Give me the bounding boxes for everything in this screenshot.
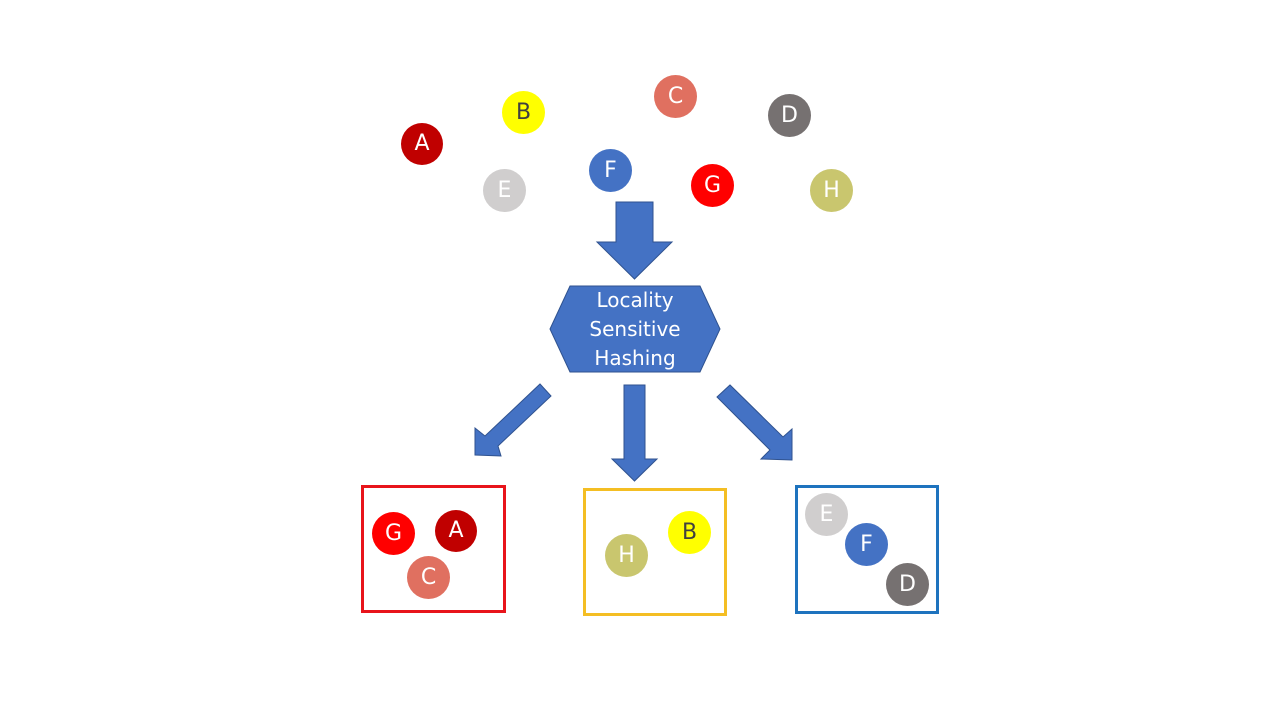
bucket-blue-item-f: F (845, 523, 888, 566)
input-item-f-label: F (604, 157, 617, 183)
bucket-red-item-c: C (407, 556, 450, 599)
bucket-blue-item-f-label: F (860, 531, 873, 557)
bucket-red-item-c-label: C (420, 564, 437, 590)
input-item-h-label: H (823, 177, 840, 203)
bucket-yellow-item-b-label: B (681, 519, 698, 545)
bucket-yellow (583, 488, 727, 616)
output-arrow-center (610, 384, 659, 482)
lsh-label-line-1: Locality (596, 287, 674, 312)
input-item-a-label: A (414, 131, 430, 156)
input-item-c-label: C (667, 83, 684, 109)
input-item-c: C (654, 75, 697, 118)
bucket-yellow-item-h-label: H (618, 542, 635, 568)
lsh-label-line-3: Hashing (594, 345, 676, 370)
output-arrow-left (474, 383, 552, 457)
input-item-g: G (691, 164, 734, 207)
bucket-blue-item-d: D (886, 563, 929, 606)
lsh-hexagon (549, 285, 721, 373)
bucket-blue (795, 485, 939, 614)
input-arrow (595, 201, 674, 280)
input-item-d: D (768, 94, 811, 137)
input-item-e-label: E (497, 177, 512, 203)
input-item-d-label: D (781, 102, 798, 128)
input-item-f: F (589, 149, 632, 192)
input-item-h: H (810, 169, 853, 212)
bucket-red (361, 485, 506, 613)
bucket-red-item-a-label: A (448, 518, 464, 543)
bucket-blue-item-e: E (805, 493, 848, 536)
bucket-yellow-item-h: H (605, 534, 648, 577)
input-item-b-label: B (515, 99, 532, 125)
bucket-blue-item-e-label: E (819, 501, 834, 527)
bucket-red-item-g: G (372, 512, 415, 555)
input-item-g-label: G (703, 172, 722, 198)
lsh-label: Locality Sensitive Hashing (550, 286, 720, 372)
bucket-red-item-g-label: G (384, 520, 403, 546)
input-item-b: B (502, 91, 545, 134)
bucket-yellow-item-b: B (668, 511, 711, 554)
bucket-blue-item-d-label: D (899, 571, 916, 597)
input-item-e: E (483, 169, 526, 212)
input-item-a: A (401, 123, 443, 165)
lsh-label-line-2: Sensitive (589, 316, 681, 341)
bucket-red-item-a: A (435, 510, 477, 552)
output-arrow-right (716, 384, 793, 461)
